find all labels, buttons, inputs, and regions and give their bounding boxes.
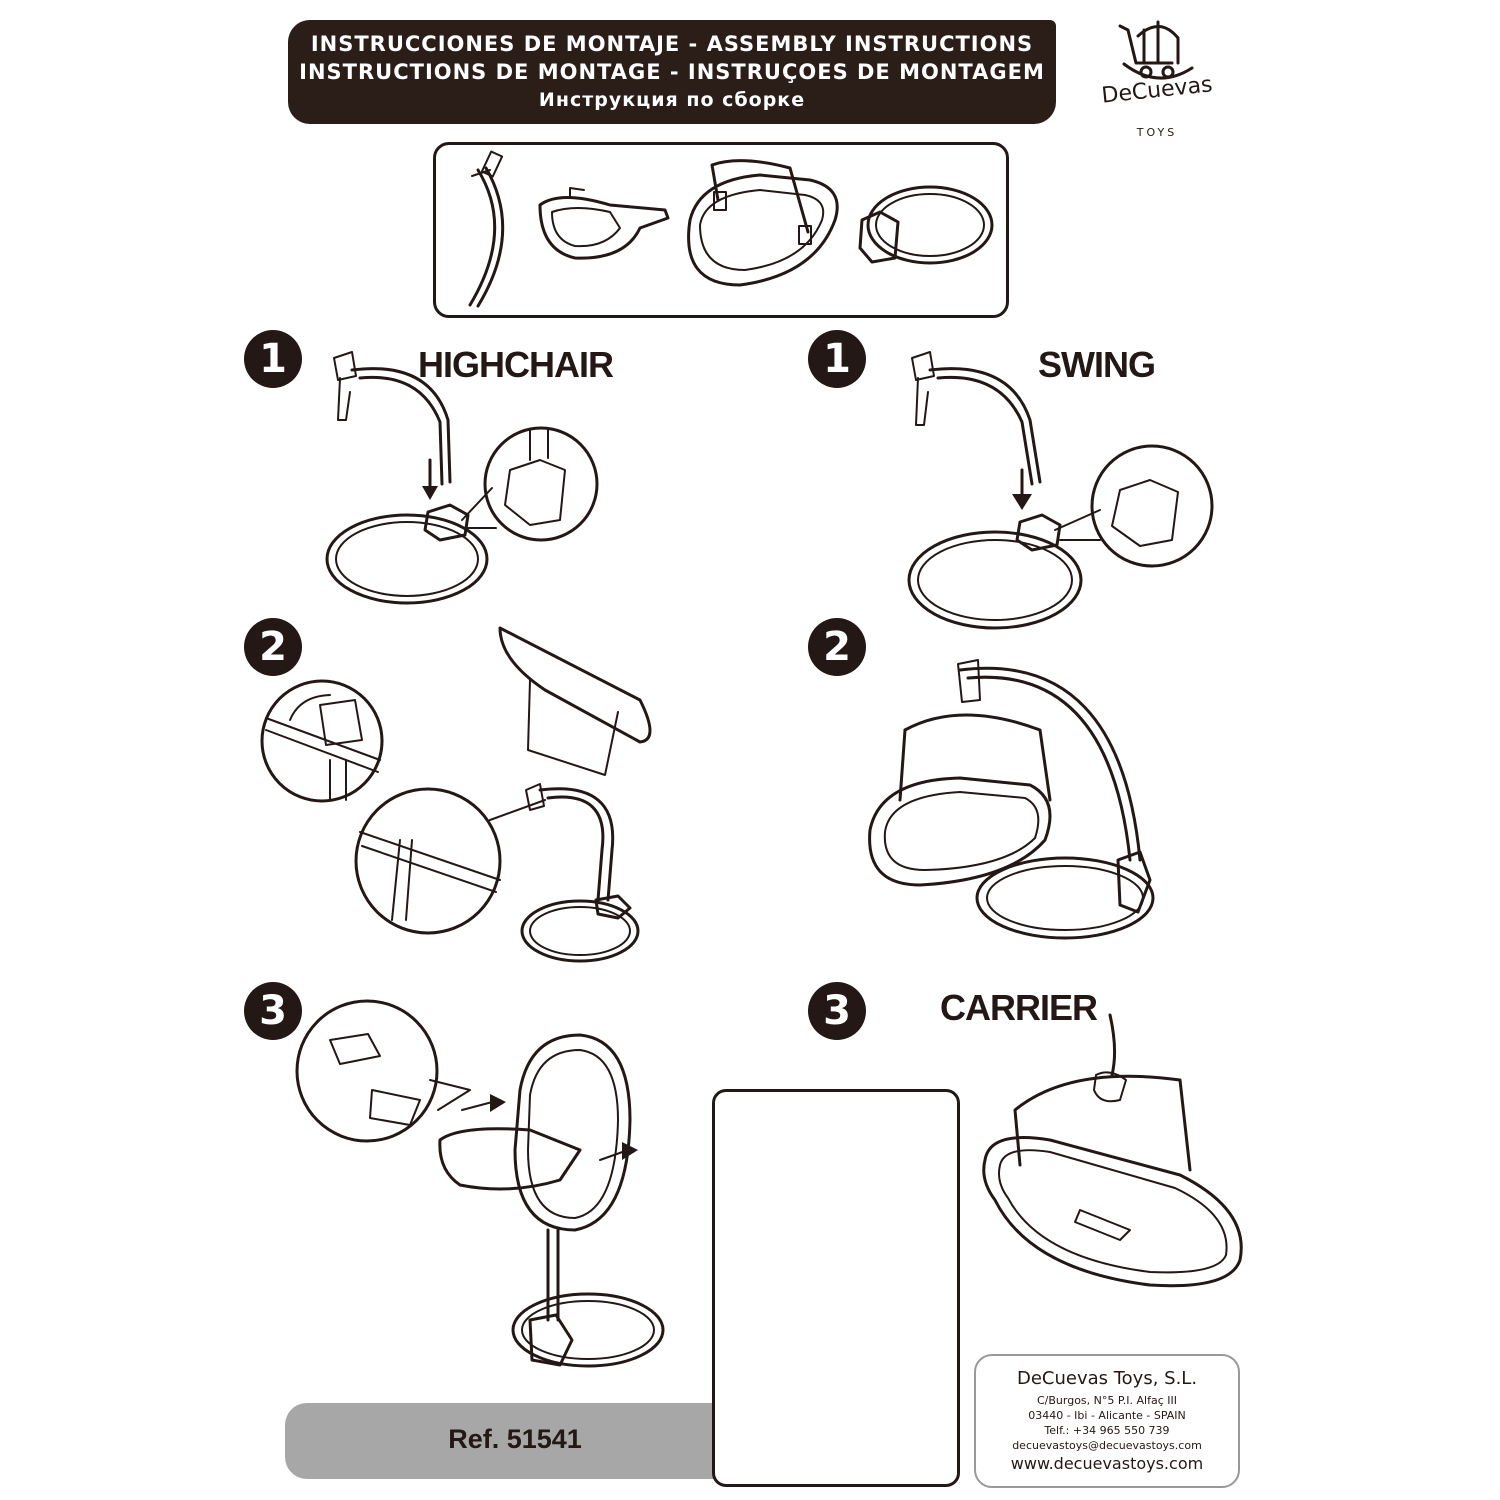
highchair-step-3-badge: 3 (244, 982, 302, 1040)
highchair-step3-illustration (295, 999, 665, 1368)
swing-step-2-badge: 2 (808, 618, 866, 676)
reference-number: Ref. 51541 (448, 1424, 582, 1454)
part-pole-illustration (468, 150, 505, 308)
company-phone: Telf.: +34 965 550 739 (1044, 1424, 1170, 1437)
header-title-es-en: INSTRUCCIONES DE MONTAJE - ASSEMBLY INST… (310, 32, 1034, 56)
header-banner (288, 20, 1056, 124)
highchair-step-1-badge: 1 (244, 330, 302, 388)
company-email: decuevastoys@decuevastoys.com (1012, 1439, 1202, 1452)
swing-step-1-badge: 1 (808, 330, 866, 388)
highchair-title: HIGHCHAIR (418, 344, 614, 385)
header-title-ru: Инструкция по сборке (538, 89, 806, 111)
part-base-illustration (858, 185, 994, 265)
carrier-title: CARRIER (940, 987, 1098, 1028)
company-address-box: DeCuevas Toys, S.L. C/Burgos, N°5 P.I. A… (974, 1354, 1240, 1488)
rocking-stroller-icon (1118, 20, 1194, 80)
part-seat-illustration (687, 159, 839, 287)
product-photo-frame (712, 1089, 960, 1487)
company-name: DeCuevas Toys, S.L. (1016, 1368, 1198, 1389)
carrier-step-3-badge: 3 (808, 982, 866, 1040)
header-title-fr-pt: INSTRUCTIONS DE MONTAGE - INSTRUÇOES DE … (299, 60, 1045, 84)
part-tray-illustration (538, 187, 670, 260)
swing-title: SWING (1038, 344, 1156, 385)
highchair-step-2-badge: 2 (244, 618, 302, 676)
company-address-line2: 03440 - Ibi - Alicante - SPAIN (1028, 1409, 1186, 1422)
highchair-step1-illustration (325, 351, 599, 605)
swing-step2-illustration (868, 659, 1155, 940)
company-website: www.decuevastoys.com (1010, 1454, 1204, 1473)
reference-band (285, 1403, 715, 1479)
highchair-step2-illustration (260, 626, 652, 963)
carrier-step3-illustration (982, 1013, 1243, 1288)
swing-step1-illustration (907, 351, 1214, 630)
company-address-line1: C/Burgos, N°5 P.I. Alfaç III (1036, 1394, 1178, 1407)
logo-subtitle: TOYS (1136, 126, 1178, 139)
parts-overview-box (433, 142, 1009, 318)
